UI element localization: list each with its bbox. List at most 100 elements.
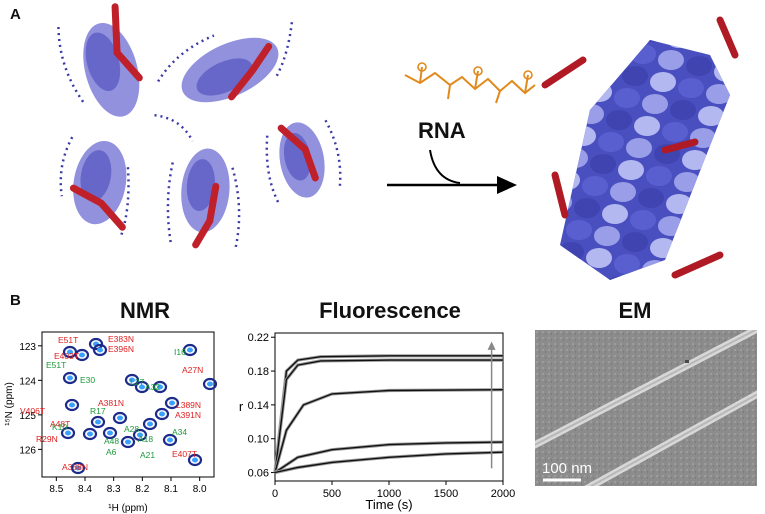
nmr-peak-core	[79, 352, 85, 358]
nmr-peak	[120, 435, 136, 449]
fl-series-line	[274, 441, 504, 474]
nmr-label-red: A388N	[62, 462, 88, 472]
fl-ytick: 0.10	[248, 434, 269, 446]
filament-subunit	[560, 76, 584, 96]
nmr-label-green: A28	[124, 424, 139, 434]
filament-subunit	[560, 214, 564, 234]
filament-subunit	[610, 16, 636, 36]
nmr-peak-core	[67, 375, 73, 381]
nmr-peak-core	[129, 377, 135, 383]
filament-subunit	[594, 60, 620, 80]
monomer-structure	[57, 3, 194, 142]
nmr-peak	[142, 417, 158, 431]
filament-subunit	[670, 100, 696, 120]
filament-subunit	[738, 162, 764, 182]
filament-subunit	[686, 222, 712, 242]
nmr-peak-core	[187, 347, 193, 353]
filament-subunit	[535, 280, 540, 290]
filament-subunit	[714, 62, 730, 82]
nmr-label-green: A34	[172, 427, 187, 437]
nmr-peak-core	[87, 431, 93, 437]
filament-subunit	[560, 98, 576, 118]
nmr-xtick: 8.2	[135, 484, 149, 495]
fl-ytick: 0.14	[248, 400, 269, 412]
nmr-label-green: L27	[130, 377, 144, 387]
filament-subunit	[574, 198, 600, 218]
nmr-xlabel: ¹H (ppm)	[108, 503, 147, 514]
filament-subunit	[714, 228, 730, 248]
nmr-label-red: E403T	[54, 351, 79, 361]
filament-subunit	[642, 260, 668, 280]
scale-bar-label: 100 nm	[542, 460, 592, 477]
filament-subunit	[698, 272, 724, 280]
filament-subunit	[562, 148, 588, 168]
filament-subunit	[574, 40, 600, 52]
filament-subunit	[674, 172, 700, 192]
nmr-peak-core	[137, 432, 143, 438]
filament-subunit	[626, 138, 652, 158]
nmr-label-red: A48T	[50, 419, 70, 429]
filament-subunit	[706, 84, 730, 104]
nmr-peak-core	[75, 465, 81, 471]
filament-subunit	[694, 40, 720, 54]
nmr-label-red: V406T	[20, 406, 45, 416]
nmr-peak	[64, 398, 80, 412]
filament-subunit	[618, 160, 644, 180]
nmr-peak-core	[65, 430, 71, 436]
nmr-label-green: R17	[90, 406, 106, 416]
filament-subunit	[535, 236, 556, 256]
nmr-peak	[154, 407, 170, 421]
filament-subunit	[642, 94, 668, 114]
em-title: EM	[618, 298, 652, 323]
nmr-peak	[82, 427, 98, 441]
fl-xtick: 2000	[491, 488, 515, 500]
nmr-peak-core	[125, 439, 131, 445]
filament-subunit	[560, 120, 568, 140]
nmr-ytick: 125	[19, 411, 36, 422]
filament-subunit	[570, 126, 596, 146]
nmr-label-red: L389N	[176, 400, 201, 410]
nmr-xtick: 8.0	[193, 484, 207, 495]
em-micrograph: 100 nm	[535, 330, 757, 486]
monomer-structure	[265, 119, 342, 206]
nmr-peak	[70, 461, 86, 475]
nmr-peak-core	[95, 419, 101, 425]
filament-subunit	[686, 56, 712, 76]
nmr-label-green: A32	[145, 382, 160, 392]
filament-subunit	[634, 282, 660, 290]
rna-label: RNA	[418, 118, 466, 143]
filament-subunit	[722, 206, 730, 226]
filament-subunit	[622, 232, 648, 252]
nmr-peak	[74, 348, 90, 362]
filament-subunit	[734, 90, 760, 110]
filament-subunit	[678, 78, 704, 98]
nmr-label-green: E30	[80, 375, 95, 385]
filament-subunit	[662, 122, 688, 142]
nmr-peak-core	[159, 411, 165, 417]
nmr-peak-core	[192, 457, 198, 463]
filament-subunit	[638, 188, 664, 208]
nmr-title: NMR	[119, 298, 171, 323]
nmr-ylabel: ¹⁵N (ppm)	[4, 382, 15, 426]
nmr-peak-core	[107, 430, 113, 436]
fl-xtick: 0	[272, 488, 278, 500]
filament-subunit	[535, 142, 560, 162]
nmr-label-red: R29N	[36, 434, 58, 444]
filament-subunit	[698, 106, 724, 126]
filament-subunit	[614, 254, 640, 274]
filament-subunit	[560, 242, 584, 262]
nmr-xtick: 8.3	[107, 484, 121, 495]
nmr-label-green: A21	[140, 450, 155, 460]
nmr-label-green: I16	[174, 347, 186, 357]
filament-subunit	[602, 204, 628, 224]
filament-subunit	[694, 200, 720, 220]
nmr-peak	[187, 453, 203, 467]
nmr-peak	[182, 343, 198, 357]
fl-xtick: 1500	[434, 488, 458, 500]
fl-ytick: 0.18	[248, 366, 269, 378]
filament-subunit	[606, 110, 632, 130]
filament-subunit	[702, 178, 728, 198]
panel-b-letter: B	[10, 292, 21, 309]
filament-subunit	[630, 210, 656, 230]
filament-subunit	[535, 258, 548, 278]
